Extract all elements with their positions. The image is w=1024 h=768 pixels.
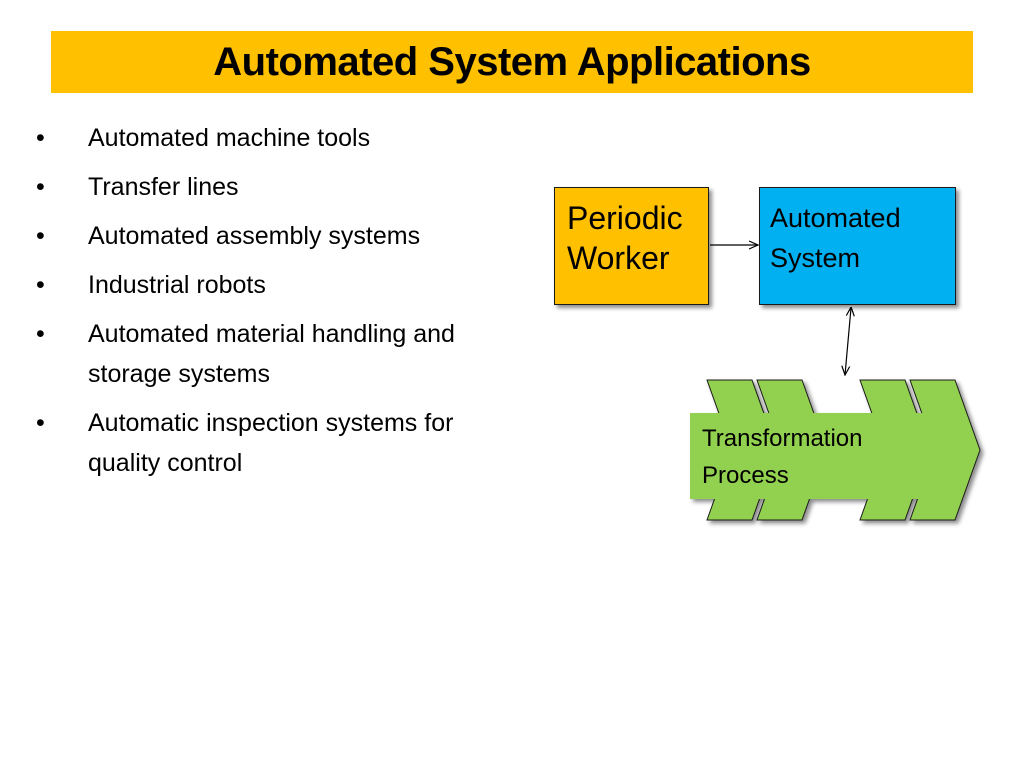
automated-system-line1: Automated (770, 203, 901, 233)
periodic-worker-line1: Periodic (567, 200, 683, 236)
bullet-item: • Automated machine tools (36, 118, 516, 158)
bullet-marker: • (36, 124, 45, 152)
bullet-marker: • (36, 320, 45, 348)
chevron-segment (909, 379, 981, 521)
slide-title: Automated System Applications (213, 39, 811, 84)
bullet-text: Automated material handling and storage … (88, 320, 455, 388)
bullet-text: Transfer lines (88, 173, 239, 201)
system-process-double-arrow (845, 308, 851, 375)
bullet-marker: • (36, 173, 45, 201)
bullet-list: • Automated machine tools • Transfer lines… (36, 118, 516, 492)
bullet-text: Industrial robots (88, 271, 266, 299)
bullet-item: • Industrial robots (36, 265, 516, 305)
bullet-marker: • (36, 222, 45, 250)
periodic-worker-line2: Worker (567, 240, 670, 276)
bullet-text: Automated assembly systems (88, 222, 421, 250)
automated-system-box: Automated System (759, 187, 956, 305)
periodic-worker-box: Periodic Worker (554, 187, 709, 305)
bullet-text: Automated machine tools (88, 124, 371, 152)
title-banner: Automated System Applications (51, 31, 973, 93)
bullet-item: • Transfer lines (36, 167, 516, 207)
bullet-text: Automatic inspection systems for quality… (88, 409, 454, 477)
bullet-item: • Automatic inspection systems for qualit… (36, 403, 516, 483)
bullet-marker: • (36, 271, 45, 299)
bullet-marker: • (36, 409, 45, 437)
transformation-process-line2: Process (702, 462, 789, 489)
transformation-process-line1: Transformation (702, 425, 863, 452)
chevron-segment (859, 379, 931, 521)
automated-system-line2: System (770, 243, 861, 273)
transformation-process-label: Transformation Process (702, 420, 863, 494)
bullet-item: • Automated material handling and storage… (36, 314, 516, 394)
bullet-item: • Automated assembly systems (36, 216, 516, 256)
